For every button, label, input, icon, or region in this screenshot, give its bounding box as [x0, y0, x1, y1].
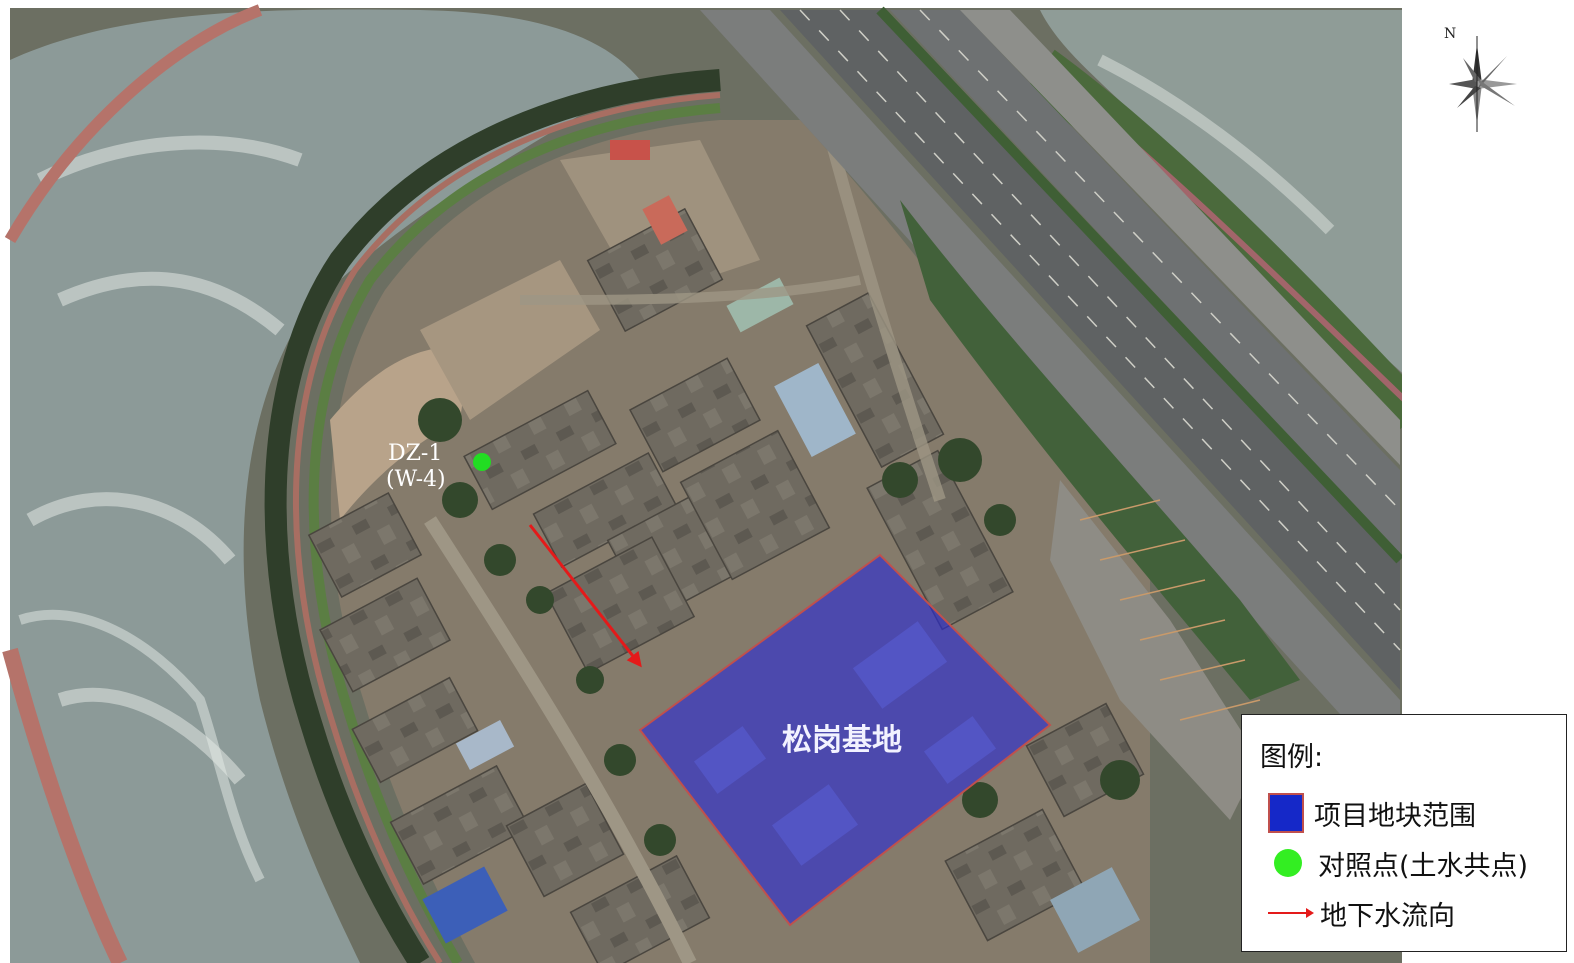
control-point-dot-icon	[1274, 849, 1302, 877]
legend-label-site: 项目地块范围	[1314, 800, 1476, 832]
trees	[418, 398, 1140, 856]
groundwater-flow-arrow	[528, 524, 642, 668]
control-point-marker	[473, 453, 491, 471]
control-point-label-line1: DZ-1	[388, 441, 442, 466]
project-site-area	[638, 553, 1052, 927]
site-label: 松岗基地	[782, 723, 902, 758]
legend-title: 图例:	[1260, 742, 1324, 773]
svg-text:N: N	[1444, 26, 1456, 42]
legend: 图例: 项目地块范围 对照点(土水共点) 地下水流向	[1241, 714, 1567, 952]
buildings	[307, 207, 1145, 963]
north-arrow-icon: N	[1444, 26, 1517, 132]
legend-label-control-point: 对照点(土水共点)	[1318, 850, 1529, 882]
flow-arrow-icon	[1268, 908, 1314, 918]
legend-item-control-point: 对照点(土水共点)	[1256, 838, 1552, 888]
aerial-map: 松岗基地 DZ-1 (W-4)	[0, 0, 1410, 963]
embankment-curve	[264, 69, 721, 963]
control-point-label-line2: (W-4)	[386, 467, 446, 492]
legend-item-flow: 地下水流向	[1256, 888, 1552, 938]
legend-label-flow: 地下水流向	[1320, 900, 1455, 932]
river-bank-path-west	[4, 4, 263, 244]
site-swatch-icon	[1268, 793, 1304, 833]
legend-item-site: 项目地块范围	[1256, 788, 1552, 838]
